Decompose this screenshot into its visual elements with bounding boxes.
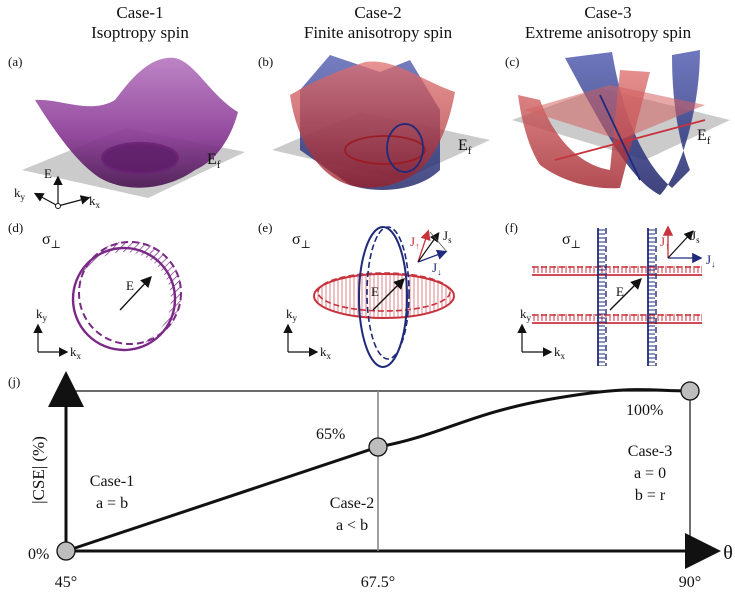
case-1-title: Case-1: [116, 3, 163, 22]
x-tick-label: 67.5°: [361, 574, 395, 591]
case-annotation: a < b: [336, 517, 368, 534]
kx-axis: [57, 195, 91, 207]
field-arrow: [609, 278, 642, 311]
energy-label: E: [44, 166, 52, 181]
kx-label: kx: [320, 344, 332, 361]
j-s-arrow: [667, 230, 694, 259]
data-point: [680, 381, 700, 401]
x-axis-label: θ: [723, 542, 733, 564]
j-down-label: J↓: [432, 260, 442, 277]
fermi-circle: [71, 246, 177, 352]
chart-layer: 0% 65% 100% 45° 67.5° 90° θ |CSE| (%) Case-1 a = …: [28, 371, 733, 591]
case-annotation: a = b: [96, 495, 128, 512]
j-down-label: J↓: [706, 252, 716, 269]
case-3-title: Case-3: [584, 3, 631, 22]
j-down-arrow: [417, 249, 448, 263]
ky-label: ky: [14, 185, 26, 202]
field-arrow: [372, 278, 405, 311]
x-tick-label: 90°: [679, 574, 701, 591]
panel-label-b: (b): [258, 54, 273, 69]
data-label: 65%: [316, 426, 345, 443]
spin-down-contour: [599, 94, 641, 181]
data-label: 100%: [626, 402, 663, 419]
j-up-label: J↑: [660, 234, 670, 251]
shifted-fermi-circle: [78, 241, 182, 345]
spin-down-contour: [386, 123, 424, 173]
fermi-label: Ef: [207, 151, 221, 171]
case-2-subtitle: Finite anisotropy spin: [304, 23, 453, 42]
panel-label-a: (a): [8, 54, 22, 69]
case-annotation: Case-1: [90, 473, 134, 490]
field-label: E: [616, 284, 624, 299]
field-label: E: [371, 284, 379, 299]
spin-up-hatch-top: [532, 266, 702, 273]
spin-up-contour: [344, 135, 426, 165]
spin-up-shifted: [317, 272, 451, 312]
fermi-label: Ef: [458, 137, 472, 157]
case-annotation: b = r: [635, 487, 666, 504]
spin-down-hatch-left: [598, 228, 605, 366]
panel-label-e: (e): [258, 220, 272, 235]
data-label: 0%: [28, 546, 49, 563]
panel-label-d: (d): [8, 220, 23, 235]
j-s-label: Js: [691, 228, 700, 245]
case-1-subtitle: Isoptropy spin: [91, 23, 189, 42]
spin-up-band: [518, 70, 650, 189]
spin-up-contour: [554, 119, 706, 161]
spin-up-hatch: [314, 274, 454, 318]
j-up-label: J↑: [410, 234, 420, 251]
case-annotation: a = 0: [634, 465, 666, 482]
j-up-arrow: [417, 229, 431, 263]
spin-down-band: [565, 50, 700, 195]
panel-j-chart: (j) 0% 65% 100% 45° 67.5° 90° θ |CSE| (%) Case-1…: [8, 371, 733, 591]
spin-up-hatch-bottom: [532, 314, 702, 321]
panel-b: (b) Ef: [258, 54, 490, 190]
y-axis-label: |CSE| (%): [29, 436, 48, 504]
data-point: [56, 541, 76, 561]
field-label: E: [126, 278, 134, 293]
case-annotation: Case-2: [330, 495, 374, 512]
spin-down-hatch-right: [648, 228, 655, 366]
case-2-title: Case-2: [354, 3, 401, 22]
ky-label: ky: [520, 306, 532, 323]
fermi-label: Ef: [697, 127, 711, 147]
spin-up-ellipse: [313, 273, 455, 319]
sigma-label: σ⊥: [42, 231, 61, 251]
case-3-subtitle: Extreme anisotropy spin: [525, 23, 692, 42]
panel-label-j: (j): [8, 374, 20, 389]
case-headers: Case-1 Isoptropy spin Case-2 Finite anis…: [91, 3, 691, 42]
series-line: [65, 388, 691, 553]
x-tick-label: 45°: [55, 574, 77, 591]
mask: [77, 252, 171, 346]
panel-label-c: (c): [505, 54, 519, 69]
case-annotation: Case-3: [628, 443, 672, 460]
panel-label-f: (f): [505, 220, 518, 235]
axis-origin: [55, 203, 61, 209]
panel-a: (a) Ef E kx ky: [8, 54, 245, 210]
panel-f: (f) σ⊥ E J↑ Js J↓ ky kx: [505, 220, 716, 366]
panel-d: (d) σ⊥ E ky kx: [8, 220, 182, 361]
kx-label: kx: [554, 344, 566, 361]
kx-label: kx: [70, 344, 82, 361]
fermi-contour: [100, 141, 180, 175]
ky-axis: [33, 192, 59, 207]
band-surface: [35, 57, 238, 188]
sigma-label: σ⊥: [562, 231, 581, 251]
data-point: [368, 437, 388, 457]
panel-e: (e) σ⊥ E J↑ Js J↓ ky kx: [258, 220, 455, 368]
vector-sum-guide: [429, 231, 448, 253]
spin-up-sheet: [525, 85, 705, 140]
panel-c: (c) Ef: [505, 50, 730, 195]
spin-down-shifted: [366, 226, 410, 360]
j-s-label: Js: [443, 228, 452, 245]
spin-down-ellipse: [358, 226, 408, 368]
field-arrow: [119, 275, 152, 311]
kx-label: kx: [89, 193, 101, 210]
sigma-label: σ⊥: [292, 231, 311, 251]
ky-label: ky: [36, 306, 48, 323]
ky-label: ky: [286, 306, 298, 323]
j-s-arrow: [417, 232, 440, 263]
spin-up-band: [290, 61, 455, 188]
